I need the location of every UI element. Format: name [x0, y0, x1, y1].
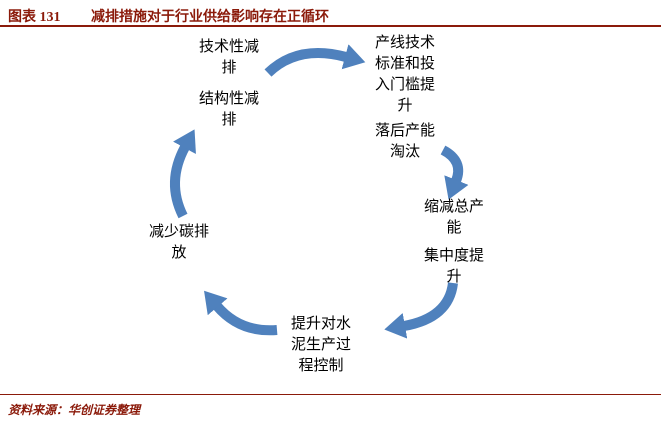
node-carbon-reduction: 减少碳排 放	[148, 224, 209, 261]
source-note: 资料来源：华创证券整理	[8, 403, 141, 417]
node-structural-reduction: 结构性减 排	[198, 91, 259, 128]
arrow-left-icon	[170, 129, 196, 219]
arrow-right-lower-icon	[384, 282, 458, 339]
node-process-control: 提升对水 泥生产过 程控制	[290, 316, 351, 374]
figure-number: 图表 131	[8, 10, 61, 25]
arrow-top-icon	[264, 44, 366, 77]
header-divider	[0, 25, 661, 27]
footer-divider	[0, 394, 661, 395]
cycle-diagram: 技术性减 排 结构性减 排 产线技术 标准和投 入门槛提 升 落后产能 淘汰 缩…	[0, 27, 661, 394]
figure-header: 图表 131 减排措施对于行业供给影响存在正循环	[8, 6, 329, 26]
node-capacity-elimination: 落后产能 淘汰	[374, 123, 435, 160]
arrow-right-upper-icon	[440, 145, 469, 200]
node-concentration-increase: 集中度提 升	[423, 248, 484, 285]
node-technical-reduction: 技术性减 排	[198, 39, 259, 76]
figure-title: 减排措施对于行业供给影响存在正循环	[91, 10, 329, 25]
node-production-line-standards: 产线技术 标准和投 入门槛提 升	[374, 35, 435, 114]
node-total-capacity-reduction: 缩减总产 能	[423, 199, 484, 236]
arrow-bottom-left-icon	[204, 290, 278, 336]
